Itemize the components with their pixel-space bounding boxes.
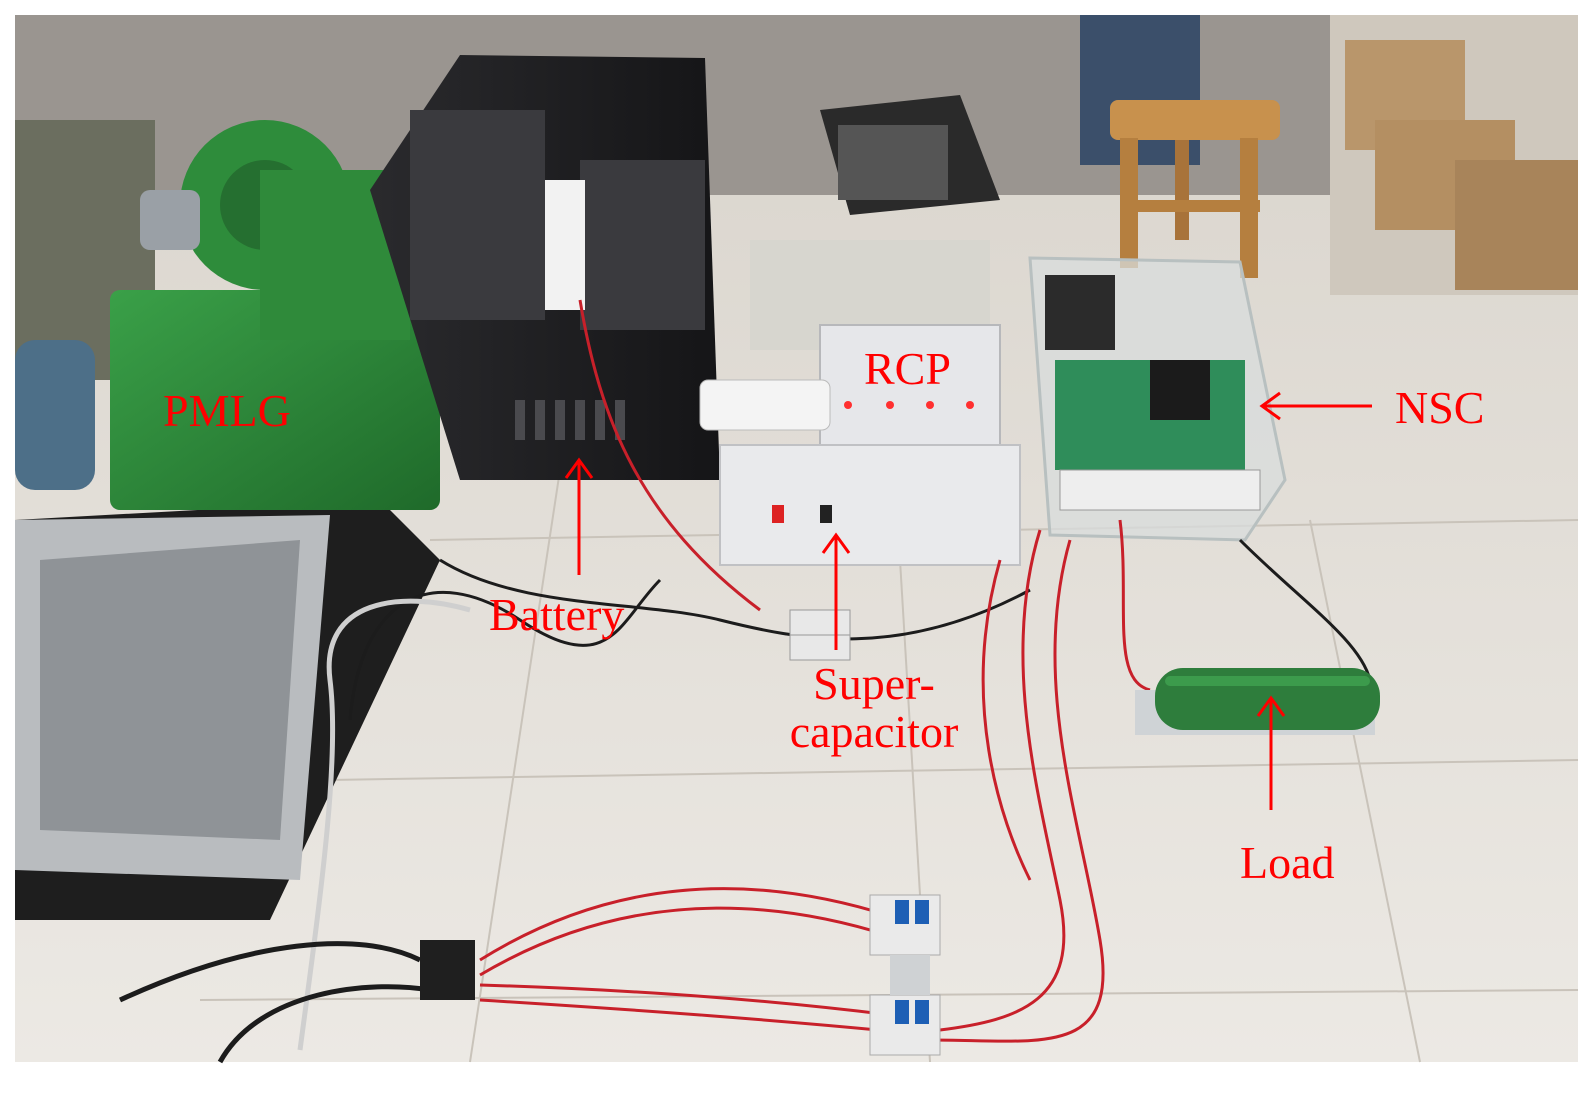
rcp-label: RCP (864, 343, 951, 394)
supercapacitor-module (789, 609, 851, 661)
battery-cabinet (370, 55, 720, 480)
circuit-breakers (869, 894, 941, 1056)
laptop (820, 95, 1000, 215)
load-resistor (1135, 668, 1380, 735)
supercapacitor-label: Super- capacitor (779, 658, 969, 758)
cardboard-box (1455, 160, 1578, 290)
nsc-label: NSC (1395, 382, 1485, 433)
supercapacitor-label-line2: capacitor (789, 706, 959, 758)
power-strip (699, 379, 831, 431)
machine-bench (15, 120, 440, 920)
load-label: Load (1240, 837, 1335, 888)
supercapacitor-label-line1: Super- (813, 658, 935, 709)
pmlg-machine (15, 120, 440, 510)
nsc-unit (1028, 256, 1287, 542)
pmlg-label: PMLG (163, 385, 291, 436)
rcp-unit (719, 240, 1021, 566)
wooden-stool (1110, 100, 1280, 278)
battery-label: Battery (489, 589, 625, 640)
annotation-arrows (564, 391, 1372, 810)
terminal-block (420, 940, 475, 1000)
